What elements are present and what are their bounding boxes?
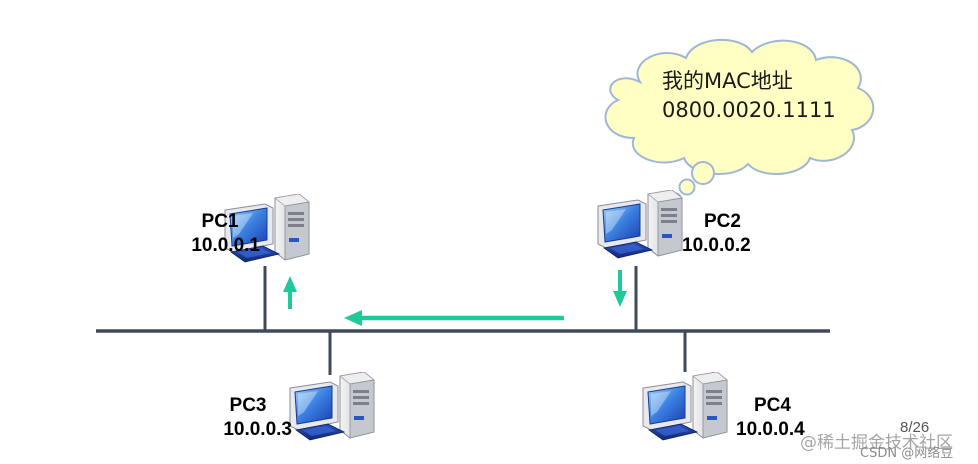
ethernet-bus: [96, 266, 830, 375]
frame-arrows: [283, 270, 627, 326]
bubble-mac-address: 0800.0020.1111: [662, 98, 836, 122]
arrow-left-icon: [344, 310, 564, 326]
pc1-ip: 10.0.0.1: [191, 235, 260, 256]
pc2-label: PC2 10.0.0.2: [682, 210, 802, 258]
pc3-name: PC3: [229, 395, 267, 416]
page-indicator: 8/26: [900, 419, 930, 436]
pc3-label: PC3 10.0.0.3: [200, 394, 292, 442]
pc4-name: PC4: [754, 395, 791, 416]
pc2-name: PC2: [704, 211, 741, 232]
watermark-juejin: @稀土掘金技术社区: [800, 433, 953, 453]
pc2-ip: 10.0.0.2: [682, 235, 751, 256]
pc4-computer-icon[interactable]: [642, 372, 728, 441]
pc1-name: PC1: [201, 211, 239, 232]
thought-cloud: [604, 39, 875, 175]
pc4-label: PC4 10.0.0.4: [736, 394, 846, 442]
bubble-text: 我的MAC地址 0800.0020.1111: [662, 67, 836, 125]
thought-puff-medium: [678, 178, 696, 196]
pc2-computer-icon[interactable]: [597, 190, 683, 259]
bubble-mac-caption: 我的MAC地址: [662, 69, 793, 93]
pc4-ip: 10.0.0.4: [736, 419, 805, 440]
thought-puff-large: [691, 161, 715, 185]
arrow-up-icon: [283, 276, 297, 309]
pc3-ip: 10.0.0.3: [223, 419, 292, 440]
arrow-down-icon: [613, 270, 627, 307]
watermark-csdn: CSDN @网络豆: [860, 446, 954, 461]
pc3-computer-icon[interactable]: [289, 372, 375, 441]
pc1-label: PC1 10.0.0.1: [150, 210, 260, 258]
